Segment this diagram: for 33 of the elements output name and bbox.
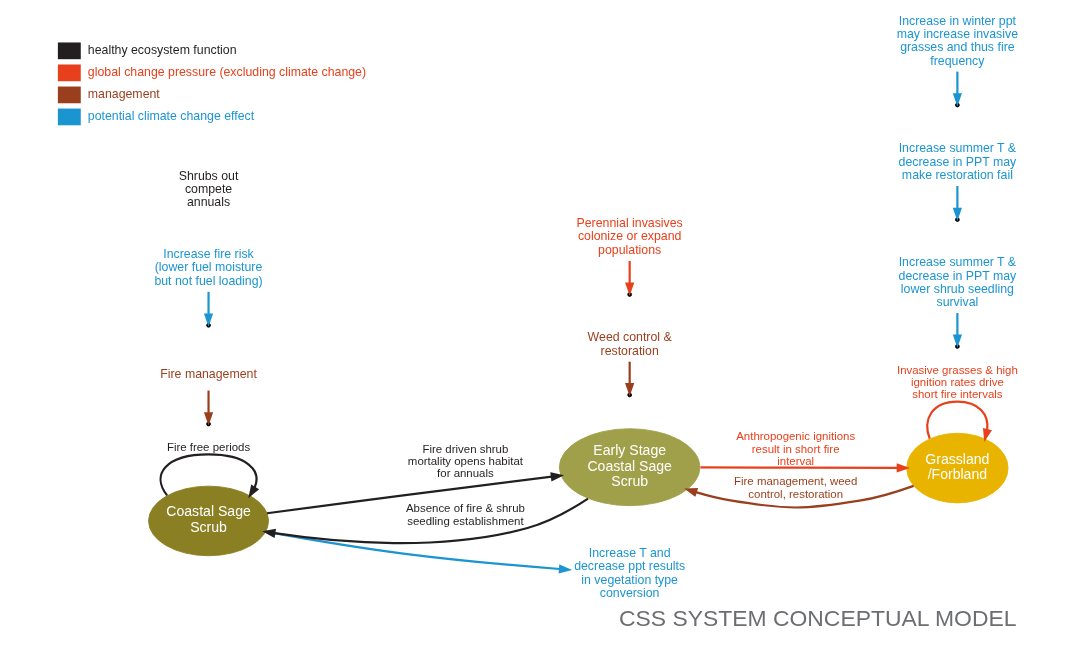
arrow — [683, 484, 914, 509]
node-text: Weed control & restoration — [587, 330, 672, 358]
edge-label: Fire driven shrub mortality opens habitat for annuals — [407, 442, 523, 480]
edge-label: Fire management, weed control, restoration — [733, 475, 857, 500]
node-text: Perennial invasives colonize or expand populations — [576, 216, 683, 257]
edge-label: Fire free periods — [166, 441, 250, 454]
node-text: Increase summer T & decrease in PPT may lower shrub seedling survival — [898, 255, 1016, 310]
arrow — [952, 313, 962, 348]
arrow — [952, 186, 962, 221]
arrow — [699, 463, 910, 473]
arrow — [203, 390, 213, 426]
legend-label: management — [87, 87, 160, 102]
legend-label: global change pressure (excluding climate change) — [87, 65, 366, 80]
diagram-title: CSS SYSTEM CONCEPTUAL MODEL — [618, 604, 1016, 631]
node-text: Increase T and decrease ppt results in vegetation type conversion — [573, 546, 685, 600]
node-text: Increase summer T & decrease in PPT may make restoration fail — [898, 141, 1016, 182]
edge-label: Absence of fire & shrub seedling establishment — [405, 502, 525, 527]
arrow — [159, 453, 259, 499]
legend-label: potential climate change effect — [87, 109, 254, 124]
node-text: Increase in winter ppt may increase invasive grasses and thus fire frequency — [896, 14, 1018, 68]
label: Shrubs out compete annuals — [178, 168, 238, 210]
node-text: Increase fire risk (lower fuel moisture but not fuel loading) — [153, 247, 263, 288]
arrow — [266, 472, 564, 515]
arrow — [925, 400, 992, 442]
node-text: Fire management — [159, 366, 257, 381]
node-ellipse: Grassland /Forbland — [905, 432, 1008, 504]
edge-label: Invasive grasses & high ignition rates drive short fire intervals — [896, 363, 1018, 401]
arrow — [261, 497, 589, 545]
legend-label: healthy ecosystem function — [87, 43, 237, 58]
arrow — [203, 291, 213, 327]
arrow — [952, 71, 962, 107]
edge-label: Anthropogenic ignitions result in short fire interval — [735, 430, 855, 467]
arrow — [624, 260, 634, 296]
